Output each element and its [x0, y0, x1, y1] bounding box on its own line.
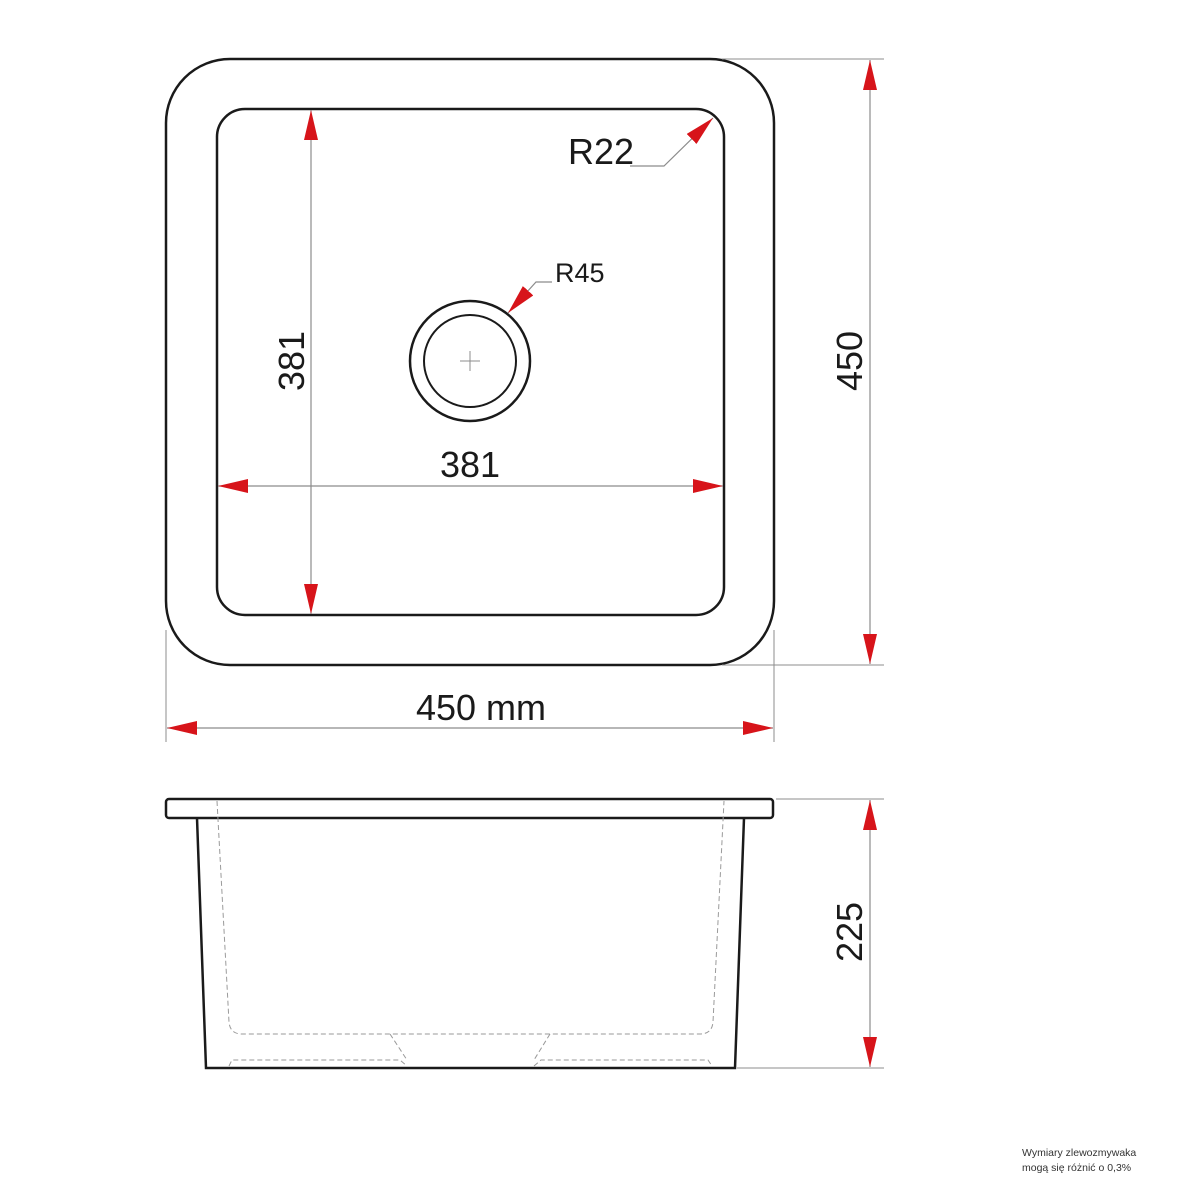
side-hidden-lines — [216, 800, 725, 1067]
depth-dimension: 225 — [737, 798, 884, 1069]
inner-height-dimension: 381 — [271, 110, 318, 614]
drain-inner-ring — [423, 314, 517, 408]
depth-label: 225 — [829, 902, 870, 962]
side-view: 225 — [164, 797, 884, 1070]
top-view: 381 381 R22 R45 450 450 mm — [164, 57, 884, 742]
side-bowl-body — [195, 817, 746, 1070]
drain-radius-label: R45 — [555, 258, 605, 288]
drain-radius-callout: R45 — [507, 258, 605, 314]
hidden-drain-slope-left — [389, 1033, 408, 1061]
outer-height-label: 450 — [829, 331, 870, 391]
inner-height-label: 381 — [271, 331, 312, 391]
corner-radius-label: R22 — [568, 131, 634, 172]
corner-radius-leader — [630, 117, 714, 167]
hidden-drain-profile — [228, 1059, 408, 1067]
corner-radius-callout: R22 — [568, 117, 714, 172]
side-rim-flange — [164, 797, 775, 820]
outer-height-dimension: 450 — [722, 58, 884, 666]
hidden-drain-profile-right — [533, 1059, 713, 1067]
note-line-1: Wymiary zlewozmywaka — [1022, 1147, 1137, 1159]
hidden-drain-slope-right — [533, 1033, 551, 1061]
dimension-tolerance-note: Wymiary zlewozmywaka mogą się różnić o 0… — [1022, 1146, 1192, 1176]
drain — [408, 299, 532, 423]
inner-width-label: 381 — [440, 444, 500, 485]
outer-width-dimension: 450 mm — [165, 630, 775, 742]
sink-outer-outline — [164, 57, 776, 667]
outer-width-label: 450 mm — [416, 687, 546, 728]
drain-radius-leader — [507, 281, 552, 314]
bowl-inner-outline — [215, 107, 726, 617]
hidden-inner-wall — [216, 800, 725, 1035]
inner-width-dimension: 381 — [218, 444, 723, 493]
drain-outer-ring — [408, 299, 532, 423]
note-line-2: mogą się różnić o 0,3% — [1022, 1162, 1132, 1174]
